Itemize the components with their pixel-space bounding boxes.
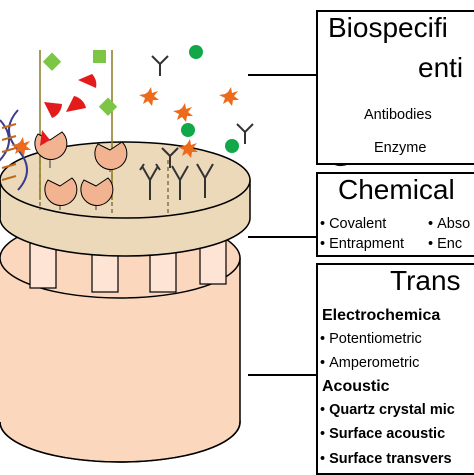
legend-label-antibodies: Antibodies [364, 107, 432, 123]
analyte-red-wedges [44, 74, 97, 118]
antibody-icon [196, 163, 214, 198]
biospecific-title-line2: enti [418, 52, 464, 83]
green-dot-icon [181, 123, 195, 137]
enzyme-icon [44, 177, 78, 210]
probe-lines [39, 50, 113, 200]
transducer-base [0, 217, 241, 463]
chemical-immobilization-box: Chemical •Covalent •Abso •Entrapment •En… [316, 172, 474, 257]
surface-enzymes [34, 130, 128, 210]
antibody-icon [151, 55, 169, 76]
item-surface-transverse: •Surface transvers [320, 451, 452, 467]
chemical-title: Chemical [338, 174, 455, 205]
star-icon [219, 87, 239, 106]
enzyme-icon [34, 130, 68, 168]
biospecific-entity-box: Biospecifi enti Antibodies Enzyme [316, 10, 474, 165]
group-heading-electrochemical: Electrochemica [322, 307, 441, 324]
antibody-icon [171, 165, 189, 200]
antibodies-group [139, 55, 254, 200]
enzyme-icon [94, 141, 128, 172]
star-icon [173, 103, 193, 122]
item-amperometric: •Amperometric [320, 355, 420, 371]
group-heading-acoustic: Acoustic [322, 378, 390, 395]
star-icon [11, 137, 31, 156]
antibody-icon [236, 123, 254, 144]
method-encapsulation: •Enc [428, 236, 463, 252]
red-wedge-icon [44, 102, 62, 118]
antibody-icon [139, 163, 161, 200]
green-dot-icon [189, 45, 203, 59]
enzyme-icon [80, 177, 114, 210]
item-surface-acoustic: •Surface acoustic [320, 426, 446, 442]
green-square-icon [93, 50, 106, 63]
red-wedge-icon [66, 96, 86, 112]
method-entrapment: •Entrapment [320, 236, 405, 252]
green-square-icon [98, 97, 118, 116]
item-potentiometric: •Potentiometric [320, 331, 422, 347]
star-icon [139, 87, 159, 106]
transducer-title: Trans [390, 265, 461, 296]
method-absorption: •Abso [428, 216, 471, 232]
red-wedge-icon [78, 74, 97, 88]
method-covalent: •Covalent [320, 216, 387, 232]
analyte-green-dots [181, 45, 239, 153]
green-dot-icon [225, 139, 239, 153]
green-square-icon [42, 52, 62, 71]
star-icon [178, 139, 198, 158]
biospecific-title-line1: Biospecifi [328, 12, 448, 43]
item-quartz-crystal: •Quartz crystal mic [320, 402, 455, 418]
legend-label-enzyme: Enzyme [374, 140, 427, 156]
transducer-box: Trans Electrochemica •Potentiometric •Am… [316, 263, 474, 475]
analyte-green-squares [42, 50, 118, 116]
analyte-stars [11, 87, 239, 158]
antibody-icon [161, 147, 179, 168]
